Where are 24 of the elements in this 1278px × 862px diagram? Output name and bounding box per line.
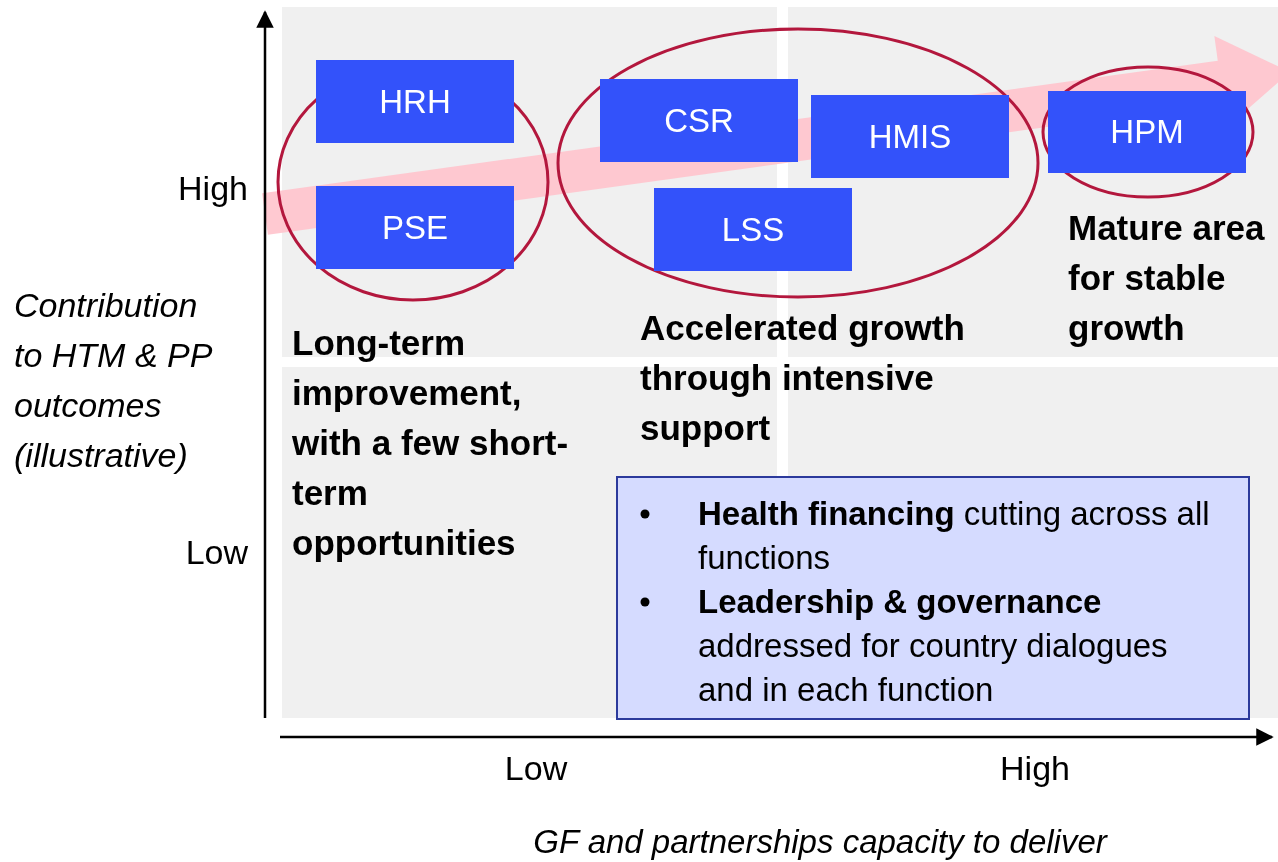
box-label: PSE xyxy=(381,208,448,247)
box-label: HMIS xyxy=(868,117,952,156)
box-label: HRH xyxy=(379,82,451,121)
axis-tick-label: Low xyxy=(503,748,569,789)
quadrant-label: Accelerated growth through intensive support xyxy=(640,307,966,449)
axis-title: Contribution to HTM & PP outcomes (illustrative) xyxy=(14,285,213,476)
box-label: CSR xyxy=(664,101,734,140)
box-label: LSS xyxy=(721,210,785,249)
bullet-text: Health financing cutting across all functions xyxy=(698,495,1210,576)
function-box xyxy=(654,188,852,271)
axis-tick-label: High xyxy=(999,748,1071,789)
function-box xyxy=(316,186,514,269)
function-box xyxy=(811,95,1009,178)
function-box xyxy=(316,60,514,143)
axis-tick-label: Low xyxy=(184,532,248,573)
note-box xyxy=(616,476,1250,720)
box-label: HPM xyxy=(1110,113,1184,151)
function-box xyxy=(1048,91,1246,173)
function-box xyxy=(600,79,798,162)
axis-tick-label: High xyxy=(177,168,248,209)
quadrant-label: Mature area for stable growth xyxy=(1068,207,1266,349)
axis-title: GF and partnerships capacity to deliver xyxy=(532,822,1109,862)
bullet-text: Leadership & governance addressed for country dialogues and in each function xyxy=(698,583,1168,708)
quadrant-label: Long-term improvement, with a few short-term opportunities xyxy=(292,322,570,564)
